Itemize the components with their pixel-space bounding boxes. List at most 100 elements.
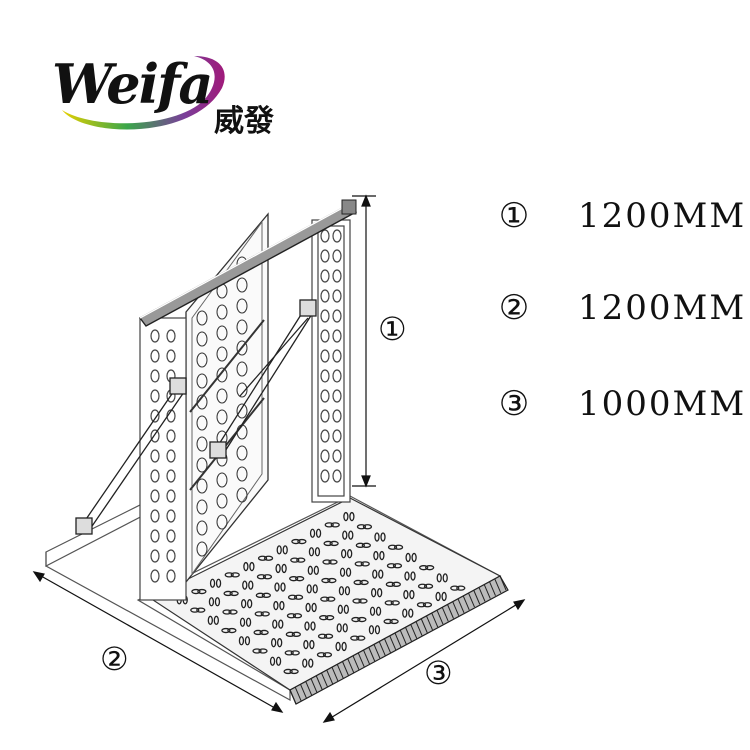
post-hole bbox=[320, 289, 330, 303]
ramp-groove bbox=[441, 607, 449, 622]
plate-tread bbox=[221, 627, 231, 634]
plate-tread bbox=[335, 641, 341, 652]
plate-tread bbox=[293, 594, 304, 600]
plate-tread bbox=[248, 580, 254, 590]
plate-tread bbox=[230, 572, 240, 578]
plate-tread bbox=[261, 592, 271, 598]
ramp-groove bbox=[394, 632, 402, 648]
panel-hole bbox=[236, 403, 248, 419]
post-hole bbox=[166, 509, 176, 523]
plate-tread bbox=[372, 569, 378, 579]
plate-tread bbox=[348, 530, 354, 540]
plate-tread bbox=[380, 532, 386, 542]
plate-tread bbox=[435, 591, 441, 602]
post-hole bbox=[150, 469, 160, 483]
plate-tread bbox=[317, 633, 328, 639]
plate-tread bbox=[341, 641, 347, 652]
post-hole bbox=[332, 429, 342, 443]
post-hole bbox=[332, 229, 342, 243]
panel-hole bbox=[196, 352, 208, 368]
perforated-panel bbox=[185, 212, 269, 584]
plate-tread bbox=[311, 602, 317, 613]
ramp-groove bbox=[373, 644, 381, 659]
plate-tread bbox=[303, 639, 309, 650]
plate-tread bbox=[327, 577, 337, 584]
plate-tread bbox=[442, 573, 448, 583]
legend-item-depth: ③ 1000MM bbox=[496, 384, 746, 424]
panel-hole bbox=[216, 325, 228, 341]
ramp-groove bbox=[489, 581, 496, 596]
post-hole bbox=[320, 389, 330, 403]
plate-tread bbox=[337, 604, 343, 614]
post-hole bbox=[150, 349, 160, 363]
plate-tread bbox=[276, 545, 282, 555]
post-hole bbox=[150, 449, 160, 463]
plate-tread bbox=[286, 613, 297, 619]
plate-tread bbox=[213, 615, 219, 625]
plate-tread bbox=[354, 561, 364, 567]
plate-tread bbox=[362, 524, 373, 530]
plate-tread bbox=[191, 588, 201, 595]
plate-tread bbox=[417, 583, 428, 589]
plate-tread bbox=[224, 572, 234, 578]
panel-hole bbox=[236, 361, 248, 377]
plate-tread bbox=[360, 561, 370, 567]
post-hole bbox=[320, 469, 330, 483]
post-hole bbox=[150, 569, 160, 583]
plate-tread bbox=[410, 571, 416, 581]
plate-tread bbox=[320, 596, 330, 602]
plate-tread bbox=[302, 658, 308, 668]
plate-tread bbox=[295, 576, 305, 582]
plate-tread bbox=[408, 608, 414, 618]
plate-tread bbox=[255, 592, 265, 598]
plate-tread bbox=[214, 597, 221, 607]
plate-tread bbox=[249, 561, 255, 572]
ramp-edge bbox=[289, 575, 509, 705]
ramp-groove bbox=[447, 604, 454, 619]
plate-tread bbox=[403, 589, 409, 600]
legend-mark: ② bbox=[498, 288, 530, 328]
ramp-groove bbox=[336, 664, 344, 679]
plate-tread bbox=[356, 635, 366, 641]
post-hole bbox=[332, 289, 342, 303]
post-hole bbox=[320, 269, 330, 283]
ramp-groove bbox=[457, 598, 465, 613]
plate-tread bbox=[322, 652, 333, 658]
ramp-groove bbox=[405, 627, 412, 642]
plate-tread bbox=[351, 616, 361, 623]
post-hole bbox=[320, 329, 330, 343]
plate-tread bbox=[256, 574, 267, 580]
plate-tread bbox=[296, 557, 306, 563]
plate-tread bbox=[347, 549, 353, 559]
plate-tread bbox=[292, 613, 303, 619]
panel-hole bbox=[196, 331, 208, 347]
plate-tread bbox=[422, 602, 433, 608]
plate-tread bbox=[262, 574, 273, 580]
ramp-groove bbox=[342, 661, 349, 676]
ramp-groove bbox=[352, 655, 360, 670]
post-hole bbox=[332, 329, 342, 343]
plate-tread bbox=[283, 668, 293, 675]
panel-hole bbox=[216, 493, 228, 509]
plate-tread bbox=[314, 547, 321, 557]
plate-tread bbox=[344, 586, 351, 596]
panel-hole bbox=[216, 388, 228, 404]
post-hole bbox=[320, 249, 330, 263]
post-hole bbox=[320, 409, 330, 423]
post-hole bbox=[320, 349, 330, 363]
plate-tread bbox=[222, 609, 232, 615]
ramp-groove bbox=[436, 610, 444, 625]
post-hole bbox=[332, 409, 342, 423]
post-hole bbox=[166, 449, 176, 463]
plate-tread bbox=[272, 619, 278, 629]
post-hole bbox=[332, 389, 342, 403]
post-hole bbox=[166, 329, 176, 343]
plate-tread bbox=[369, 606, 376, 616]
post-hole bbox=[150, 529, 160, 543]
plate-tread bbox=[209, 578, 216, 588]
ramp-groove bbox=[321, 672, 328, 688]
plate-tread bbox=[411, 552, 417, 563]
plate-tread bbox=[386, 563, 397, 569]
plate-tread bbox=[371, 588, 377, 598]
ramp-groove bbox=[331, 667, 339, 682]
